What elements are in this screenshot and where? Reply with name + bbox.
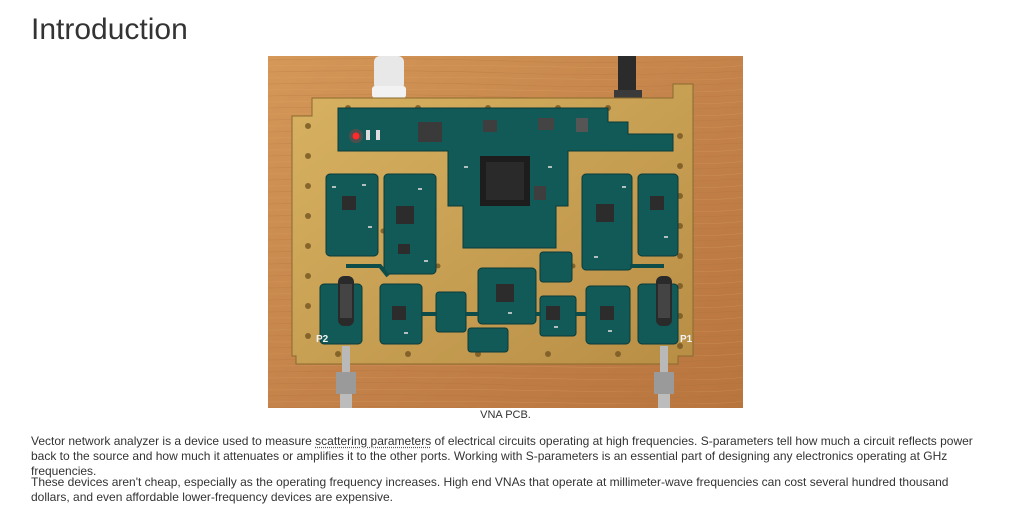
figure-caption: VNA PCB. <box>480 409 531 421</box>
page-title: Introduction <box>31 13 188 46</box>
passive-components <box>332 166 668 334</box>
status-led <box>352 132 360 140</box>
paragraph-text: of electrical circuits operating at high… <box>31 434 973 478</box>
intro-paragraph-2: These devices aren't cheap, especially a… <box>31 475 949 504</box>
paragraph-text: Vector network analyzer is a device used… <box>31 434 316 448</box>
vna-pcb-photo: P2 P1 <box>268 56 743 408</box>
ic-chip <box>418 122 442 142</box>
rf-traces <box>346 264 664 316</box>
port1-connector <box>654 276 674 408</box>
intro-paragraph-1: Vector network analyzer is a device used… <box>31 434 981 479</box>
vna-pcb-figure: P2 P1 <box>268 56 743 408</box>
rf-chips <box>342 196 664 320</box>
scattering-parameters-link[interactable]: scattering parameters <box>315 434 432 448</box>
port2-label: P2 <box>316 334 329 345</box>
port2-connector <box>336 276 356 408</box>
port1-label: P1 <box>680 334 693 345</box>
